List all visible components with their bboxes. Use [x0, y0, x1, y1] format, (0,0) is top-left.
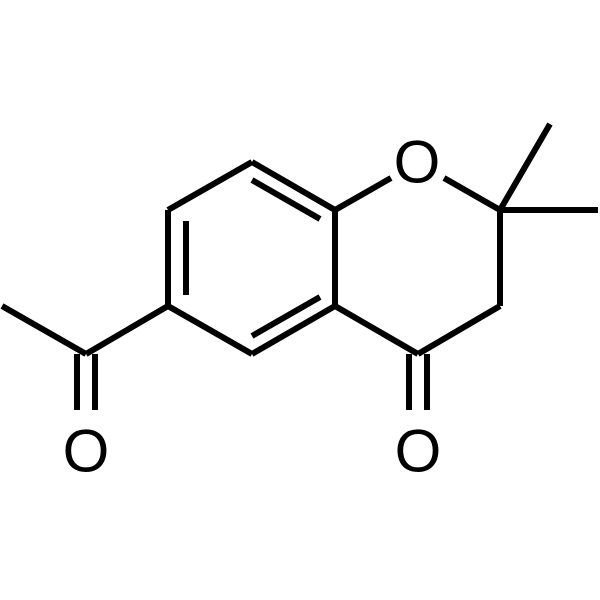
bond-c5-c4a-inner	[250, 294, 322, 339]
bond-c5-c4a	[250, 303, 337, 357]
ketone-oxygen-label: O	[395, 418, 442, 485]
bond-acetyl-c-methyl	[0, 303, 88, 357]
bond-c8a-o1	[333, 175, 393, 213]
bond-c8-c7	[166, 159, 254, 213]
bond-c3-c4	[416, 303, 502, 357]
bond-c2-methyl-upper	[497, 122, 553, 212]
bond-c8a-c8	[250, 159, 337, 213]
bond-c6-c5	[166, 303, 254, 357]
acetyl-oxygen-label: O	[63, 418, 110, 485]
ring-oxygen-label: O	[394, 129, 441, 196]
bond-c6-acetyl-c	[84, 303, 170, 357]
bond-o1-c2	[442, 175, 502, 213]
bond-c8a-c8-inner	[250, 177, 322, 222]
bond-c4-c4a	[333, 303, 420, 357]
